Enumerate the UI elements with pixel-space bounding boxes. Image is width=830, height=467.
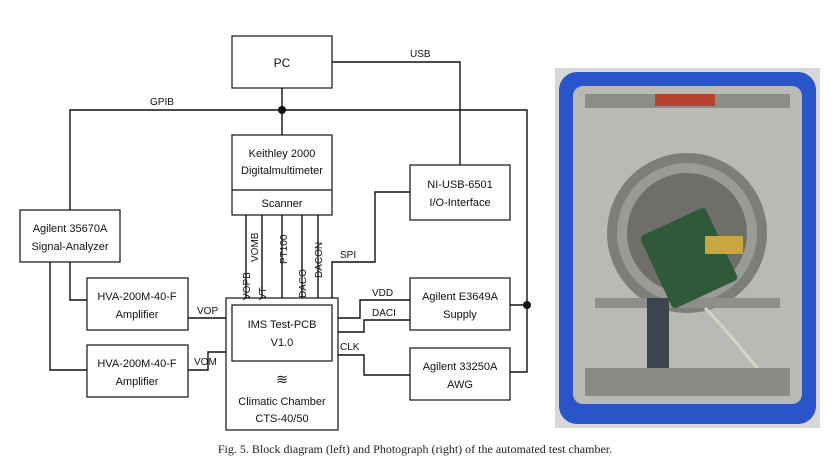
supply-label-2: Supply <box>443 309 477 321</box>
block-diagram: PC Keithley 2000 Digitalmultimeter Scann… <box>19 35 531 431</box>
chamber-photo <box>555 68 820 428</box>
sa-label-1: Agilent 35670A <box>33 223 108 235</box>
pc-label: PC <box>274 56 291 70</box>
test-pcb <box>640 207 738 309</box>
clk-label: CLK <box>340 342 360 353</box>
vdd-line <box>338 299 410 319</box>
gpib-bus <box>69 109 528 373</box>
vom-line <box>188 351 232 371</box>
supply-label-1: Agilent E3649A <box>422 291 498 303</box>
climatic-label-2: CTS-40/50 <box>255 413 308 425</box>
vomb-label: VOMB <box>250 232 261 262</box>
ni-label-1: NI-USB-6501 <box>427 179 492 191</box>
awg-label-1: Agilent 33250A <box>423 361 498 373</box>
ims-label-2: V1.0 <box>271 337 294 349</box>
hva1-label-2: Amplifier <box>116 309 159 321</box>
pc-block: PC <box>231 35 333 89</box>
amplifier-vom-block: HVA-200M-40-F Amplifier <box>86 344 189 398</box>
daci-line <box>338 319 410 333</box>
gpib-label: GPIB <box>150 97 174 108</box>
supply-block: Agilent E3649A Supply <box>409 277 511 331</box>
pt100-label: PT100 <box>279 234 290 264</box>
vom-label: VOM <box>194 357 217 368</box>
sa-label-2: Signal-Analyzer <box>31 241 108 253</box>
shelf <box>595 298 780 308</box>
signal-labels: USB GPIB SPI VDD DACI CLK VOP VOM VOPB V… <box>150 49 431 368</box>
scanner-label: Scanner <box>262 198 303 210</box>
gpib-junction <box>278 106 286 114</box>
daco-label: DACO <box>298 269 309 298</box>
spi-label: SPI <box>340 250 356 261</box>
chamber-floor <box>585 368 790 396</box>
hva2-label-2: Amplifier <box>116 376 159 388</box>
usb-label: USB <box>410 49 431 60</box>
vop-label: VOP <box>197 306 218 317</box>
vdd-label: VDD <box>372 288 393 299</box>
connector <box>705 236 743 254</box>
pcb-mount <box>647 298 669 368</box>
spi-line <box>331 191 412 305</box>
vt-label: VT <box>258 287 269 300</box>
daci-label: DACI <box>372 308 396 319</box>
hva2-label-1: HVA-200M-40-F <box>97 358 177 370</box>
keithley-label-2: Digitalmultimeter <box>241 165 323 177</box>
clk-line <box>338 354 410 376</box>
hva1-label-1: HVA-200M-40-F <box>97 291 177 303</box>
sa-to-hva2 <box>49 262 87 371</box>
keithley-block: Keithley 2000 Digitalmultimeter Scanner <box>231 134 333 216</box>
figure-caption: Fig. 5. Block diagram (left) and Photogr… <box>217 442 613 456</box>
awg-block: Agilent 33250A AWG <box>409 347 511 401</box>
awg-label-2: AWG <box>447 379 473 391</box>
amplifier-vop-block: HVA-200M-40-F Amplifier <box>86 277 189 331</box>
signal-analyzer-block: Agilent 35670A Signal-Analyzer <box>19 209 121 263</box>
sa-to-hva1 <box>69 262 87 301</box>
climatic-label-1: Climatic Chamber <box>238 396 326 408</box>
ims-pcb-block: IMS Test-PCB V1.0 <box>231 304 333 362</box>
heat-icon: ≋ <box>276 371 288 387</box>
keithley-label-1: Keithley 2000 <box>249 148 316 160</box>
wires <box>49 61 531 376</box>
ims-label-1: IMS Test-PCB <box>248 319 317 331</box>
top-heater-strip <box>655 94 715 106</box>
ni-label-2: I/O-Interface <box>429 197 490 209</box>
dacon-label: DACON <box>314 242 325 278</box>
bus-junction <box>523 301 531 309</box>
usb-line <box>332 61 461 165</box>
scanner-lines <box>245 215 319 305</box>
ni-usb-block: NI-USB-6501 I/O-Interface <box>409 164 511 221</box>
vopb-label: VOPB <box>242 272 253 300</box>
